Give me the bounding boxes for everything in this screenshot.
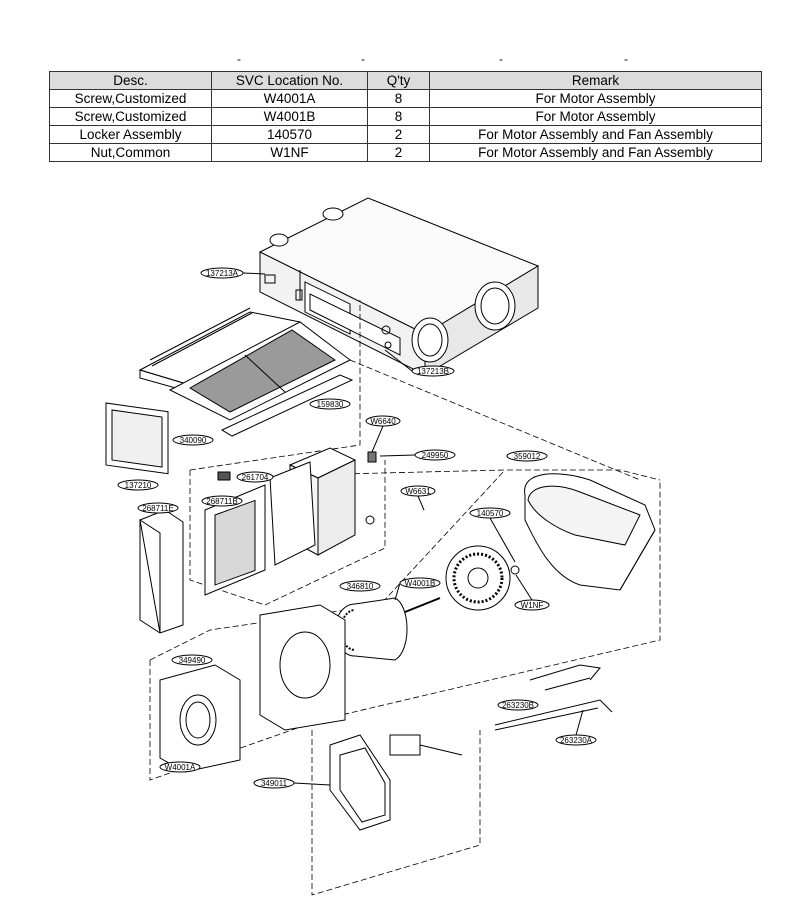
cell-qty: 8 bbox=[367, 107, 430, 126]
main-housing bbox=[258, 197, 540, 376]
callout-W6631: W6631 bbox=[400, 485, 436, 511]
scroll-casing bbox=[524, 473, 656, 591]
blower-wheel bbox=[445, 545, 520, 611]
svg-text:249950: 249950 bbox=[422, 451, 449, 460]
svg-text:346810: 346810 bbox=[347, 582, 374, 591]
svg-text:W6640: W6640 bbox=[370, 417, 396, 426]
header-svc-location: SVC Location No. bbox=[211, 71, 368, 90]
header-remark: Remark bbox=[429, 71, 762, 90]
cell-desc: Nut,Common bbox=[49, 143, 212, 162]
header-dash-marks: - - - - bbox=[237, 52, 628, 66]
table-header-row: Desc. SVC Location No. Q'ty Remark bbox=[49, 71, 762, 90]
svg-text:261704: 261704 bbox=[242, 473, 269, 482]
sensor-wiring bbox=[494, 664, 613, 731]
svg-text:140570: 140570 bbox=[477, 509, 504, 518]
svg-text:137210: 137210 bbox=[125, 481, 152, 490]
svg-text:359012: 359012 bbox=[514, 452, 541, 461]
svg-text:340090: 340090 bbox=[180, 436, 207, 445]
table-row: Screw,Customized W4001B 8 For Motor Asse… bbox=[49, 107, 762, 126]
svg-text:159830: 159830 bbox=[317, 400, 344, 409]
svg-text:137213B: 137213B bbox=[417, 367, 449, 376]
exploded-view-diagram: 137213A 137213B 159830 340090 137210 W66… bbox=[105, 197, 661, 896]
callout-349011: 349011 bbox=[253, 777, 331, 789]
parts-table: Desc. SVC Location No. Q'ty Remark Screw… bbox=[49, 71, 762, 162]
callout-W6640: W6640 bbox=[365, 415, 401, 453]
svg-text:263230A: 263230A bbox=[560, 736, 593, 745]
svg-text:W6631: W6631 bbox=[405, 487, 431, 496]
cover-plate bbox=[329, 734, 463, 831]
callout-137213A: 137213A bbox=[200, 267, 266, 279]
callout-359012: 359012 bbox=[506, 450, 548, 462]
callout-263230A: 263230A bbox=[555, 709, 597, 746]
motor-mount-plate bbox=[259, 604, 346, 731]
callout-W4001A: W4001A bbox=[159, 761, 201, 773]
callout-W1NF: W1NF bbox=[514, 574, 550, 611]
header-qty: Q'ty bbox=[367, 71, 430, 90]
cell-svc: W4001B bbox=[211, 107, 368, 126]
callout-263230B: 263230B bbox=[497, 699, 539, 711]
header-desc: Desc. bbox=[49, 71, 212, 90]
svg-text:268711E: 268711E bbox=[142, 504, 173, 513]
side-cover bbox=[139, 509, 184, 634]
cell-remark: For Motor Assembly bbox=[429, 89, 762, 108]
table-row: Nut,Common W1NF 2 For Motor Assembly and… bbox=[49, 143, 762, 162]
svg-text:W4001A: W4001A bbox=[165, 763, 196, 772]
cell-qty: 2 bbox=[367, 125, 430, 144]
assembly-dash-lines bbox=[149, 300, 661, 896]
cell-remark: For Motor Assembly and Fan Assembly bbox=[429, 143, 762, 162]
callout-W4001B: W4001B bbox=[394, 577, 441, 601]
control-box bbox=[204, 447, 377, 596]
callout-268711B: 268711B bbox=[201, 495, 243, 507]
cell-desc: Screw,Customized bbox=[49, 107, 212, 126]
svg-text:W1NF: W1NF bbox=[521, 601, 544, 610]
table-row: Screw,Customized W4001A 8 For Motor Asse… bbox=[49, 89, 762, 108]
cell-desc: Screw,Customized bbox=[49, 89, 212, 108]
cell-svc: W1NF bbox=[211, 143, 368, 162]
callout-261704: 261704 bbox=[236, 471, 274, 483]
callout-340090: 340090 bbox=[172, 434, 214, 446]
svg-text:137213A: 137213A bbox=[206, 269, 239, 278]
fan-frame bbox=[159, 664, 241, 773]
cell-remark: For Motor Assembly and Fan Assembly bbox=[429, 125, 762, 144]
table-row: Locker Assembly 140570 2 For Motor Assem… bbox=[49, 125, 762, 144]
callout-346810: 346810 bbox=[339, 580, 381, 592]
svg-text:263230B: 263230B bbox=[502, 701, 534, 710]
cell-svc: 140570 bbox=[211, 125, 368, 144]
cell-qty: 2 bbox=[367, 143, 430, 162]
callout-268711E: 268711E bbox=[137, 502, 179, 514]
svg-text:W4001B: W4001B bbox=[405, 579, 436, 588]
callout-249950: 249950 bbox=[379, 449, 456, 461]
callout-140570: 140570 bbox=[469, 507, 516, 563]
callout-349490: 349490 bbox=[171, 654, 213, 666]
callout-137210: 137210 bbox=[117, 479, 159, 491]
callout-159830: 159830 bbox=[309, 398, 351, 410]
callout-137213B: 137213B bbox=[384, 349, 455, 377]
motor bbox=[334, 597, 441, 661]
filter-assembly bbox=[105, 307, 354, 475]
svg-text:349011: 349011 bbox=[261, 779, 288, 788]
svg-text:349490: 349490 bbox=[179, 656, 206, 665]
cell-qty: 8 bbox=[367, 89, 430, 108]
cell-svc: W4001A bbox=[211, 89, 368, 108]
cell-desc: Locker Assembly bbox=[49, 125, 212, 144]
svg-text:268711B: 268711B bbox=[206, 497, 237, 506]
cell-remark: For Motor Assembly bbox=[429, 107, 762, 126]
